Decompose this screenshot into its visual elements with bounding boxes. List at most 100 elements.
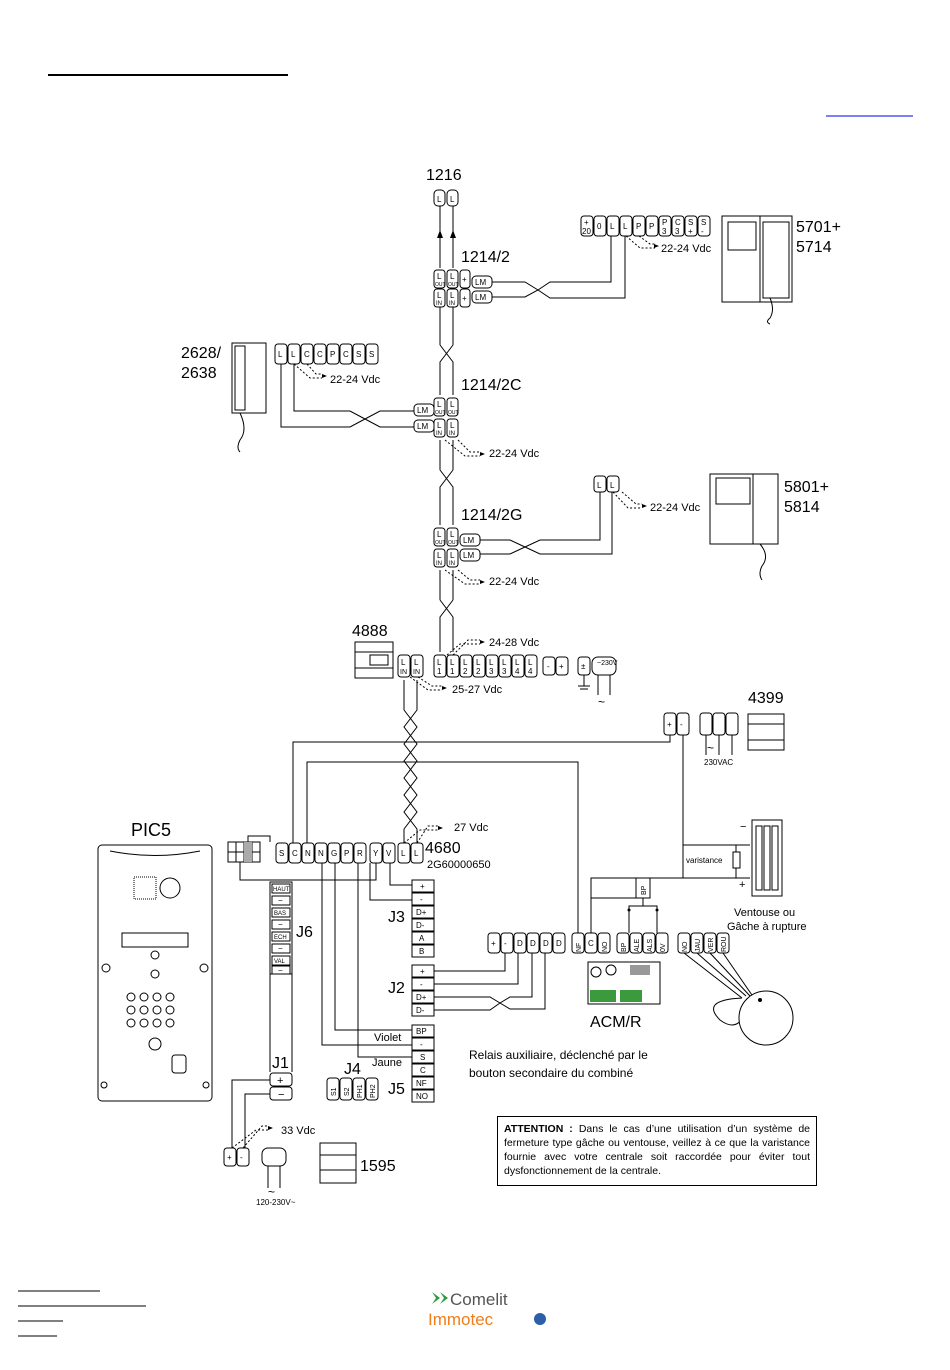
svg-text:−: − <box>278 920 283 929</box>
svg-text:VER: VER <box>708 938 715 952</box>
svg-text:L: L <box>437 421 442 430</box>
attention-bold: ATTENTION : <box>504 1123 573 1135</box>
svg-text:1: 1 <box>450 667 455 676</box>
device-4680: S C N N G P R Y V L L 4680 2G60000650 27… <box>275 822 491 901</box>
svg-text:L: L <box>623 222 628 231</box>
device-pic5: PIC5 <box>97 820 213 1102</box>
svg-text:−: − <box>278 896 283 905</box>
svg-text:-: - <box>420 1040 423 1049</box>
svg-text:ROU: ROU <box>721 936 728 952</box>
svg-text:LM: LM <box>463 536 474 545</box>
svg-text:BAS: BAS <box>274 911 286 917</box>
v-1214-2c: 22-24 Vdc <box>489 448 540 460</box>
svg-text:-: - <box>547 662 550 671</box>
label-1595: 1595 <box>360 1158 396 1175</box>
svg-text:+: + <box>739 879 745 891</box>
svg-text:R: R <box>357 849 363 858</box>
svg-text:C: C <box>343 350 349 359</box>
svg-text:L: L <box>414 849 419 858</box>
svg-text:+: + <box>559 662 564 671</box>
svg-text:L: L <box>597 481 602 490</box>
svg-text:D: D <box>543 939 549 948</box>
svg-text:L: L <box>437 530 442 539</box>
svg-text:LM: LM <box>417 422 428 431</box>
svg-text:P: P <box>649 222 654 231</box>
svg-text:ECH: ECH <box>274 935 287 941</box>
label-j6: J6 <box>296 924 313 941</box>
label-varistance: varistance <box>686 856 723 865</box>
svg-text:-: - <box>680 720 683 729</box>
svg-text:L: L <box>437 551 442 560</box>
svg-text:S: S <box>688 218 693 227</box>
svg-text:JAU: JAU <box>695 939 702 952</box>
svg-text:D+: D+ <box>416 993 427 1002</box>
v-230vac: 230VAC <box>704 758 733 767</box>
svg-text:NO: NO <box>416 1092 428 1101</box>
svg-text:L: L <box>437 400 442 409</box>
svg-text:OUT: OUT <box>435 282 446 288</box>
v-1595-out: 33 Vdc <box>281 1125 316 1137</box>
svg-text:L: L <box>401 849 406 858</box>
svg-text:C: C <box>304 350 310 359</box>
svg-text:ALE: ALE <box>634 938 641 952</box>
v-4888-out: 24-28 Vdc <box>489 637 540 649</box>
pic5-connector <box>227 835 377 881</box>
svg-text:0: 0 <box>597 222 602 231</box>
svg-text:+: + <box>420 882 425 891</box>
svg-text:LM: LM <box>475 278 486 287</box>
label-5701: 5701+ <box>796 219 841 236</box>
svg-text:±: ± <box>581 662 586 671</box>
svg-text:3: 3 <box>489 667 494 676</box>
svg-text:L: L <box>528 658 533 667</box>
svg-text:L: L <box>450 400 455 409</box>
svg-text:3: 3 <box>675 227 680 236</box>
label-1216: 1216 <box>426 167 462 184</box>
svg-text:VAL: VAL <box>274 959 286 965</box>
svg-text:2: 2 <box>463 667 468 676</box>
label-acmr: ACM/R <box>590 1014 642 1031</box>
svg-text:+: + <box>462 294 467 303</box>
svg-text:L: L <box>463 658 468 667</box>
device-1216: 1216 L L <box>426 167 462 268</box>
svg-text:C: C <box>675 218 681 227</box>
label-1214-2g: 1214/2G <box>461 507 522 524</box>
svg-text:S: S <box>279 849 284 858</box>
svg-text:S: S <box>420 1053 425 1062</box>
svg-text:~: ~ <box>268 1185 275 1199</box>
svg-text:NO: NO <box>682 941 689 952</box>
svg-text:PH2: PH2 <box>370 1084 377 1098</box>
brand-immotec: Immotec <box>428 1310 494 1329</box>
v-1214-2g: 22-24 Vdc <box>489 576 540 588</box>
svg-text:D+: D+ <box>416 908 427 917</box>
svg-text:IN: IN <box>413 669 420 676</box>
svg-text:L: L <box>450 291 455 300</box>
svg-text:LM: LM <box>475 293 486 302</box>
svg-text:C: C <box>292 849 298 858</box>
svg-text:−: − <box>278 944 283 953</box>
device-4888: 4888 LIN LIN L1 L1 L2 L2 L3 L3 L4 L4 - +… <box>352 623 618 709</box>
device-5701: +20 0 L L P P P3 C3 S+ S- 22-24 Vdc 5701… <box>580 215 841 325</box>
svg-text:L: L <box>610 222 615 231</box>
svg-text:HAUT: HAUT <box>273 887 290 893</box>
label-jaune: Jaune <box>372 1057 402 1069</box>
svg-text:BP: BP <box>641 885 648 895</box>
svg-text:L: L <box>291 350 296 359</box>
svg-text:IN: IN <box>449 431 455 437</box>
connector-j3: J3 + - D+ D- A B <box>388 879 435 958</box>
svg-text:IN: IN <box>436 561 442 567</box>
label-ventouse: Ventouse ou <box>734 907 795 919</box>
device-4399: 4399 + - ~ 230VAC <box>292 690 785 846</box>
svg-text:−: − <box>278 966 283 975</box>
svg-text:-: - <box>240 1153 243 1162</box>
device-2628: 2628/ 2638 L L C C P C S S 22-24 Vdc <box>181 342 414 453</box>
svg-text:OUT: OUT <box>448 282 459 288</box>
svg-text:~: ~ <box>707 741 714 755</box>
svg-text:+: + <box>667 720 672 729</box>
svg-text:P: P <box>330 350 335 359</box>
svg-text:C: C <box>588 939 594 948</box>
label-1214-2: 1214/2 <box>461 249 510 266</box>
svg-text:IN: IN <box>449 301 455 307</box>
svg-text:LM: LM <box>417 406 428 415</box>
